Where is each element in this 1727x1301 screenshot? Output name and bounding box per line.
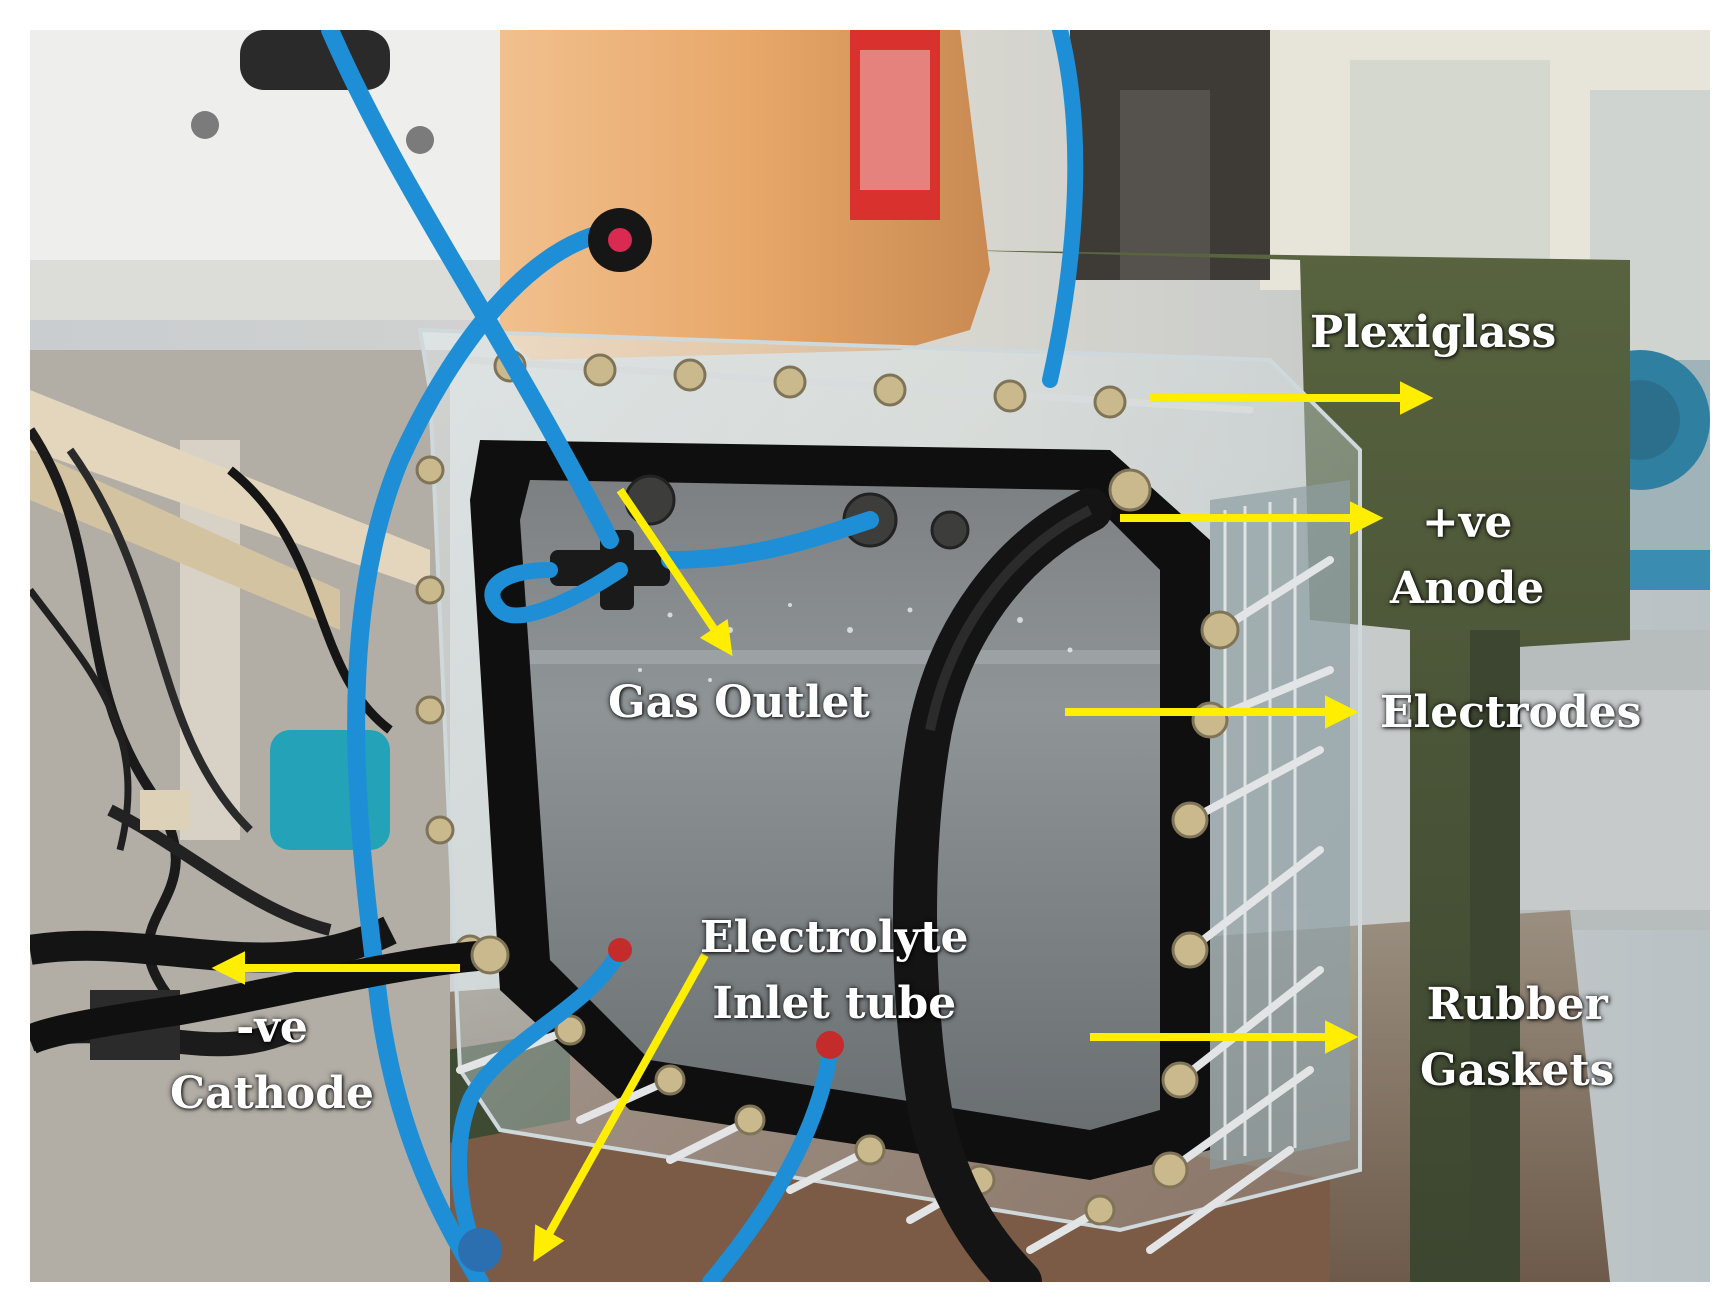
label-rubber-line2: Gaskets (1420, 1045, 1615, 1096)
label-anode-line2: Anode (1390, 563, 1545, 614)
label-anode-line1: +ve (1421, 497, 1513, 548)
label-cathode-line2: Cathode (170, 1068, 374, 1119)
label-cathode-line1: -ve (236, 1002, 308, 1053)
label-electrolyte-inlet: Electrolyte Inlet tube (700, 905, 969, 1037)
label-electrolyte-line1: Electrolyte (700, 912, 969, 963)
label-plexiglass-text: Plexiglass (1310, 307, 1557, 358)
label-rubber-line1: Rubber (1426, 979, 1608, 1030)
label-gas-outlet-text: Gas Outlet (608, 677, 870, 728)
label-electrodes: Electrodes (1380, 680, 1641, 746)
label-electrodes-text: Electrodes (1380, 687, 1642, 738)
label-anode: +ve Anode (1390, 490, 1544, 622)
label-cathode: -ve Cathode (170, 995, 374, 1127)
label-gas-outlet: Gas Outlet (608, 670, 870, 736)
label-plexiglass: Plexiglass (1310, 300, 1556, 366)
label-electrolyte-line2: Inlet tube (712, 978, 957, 1029)
label-rubber-gaskets: Rubber Gaskets (1420, 972, 1614, 1104)
